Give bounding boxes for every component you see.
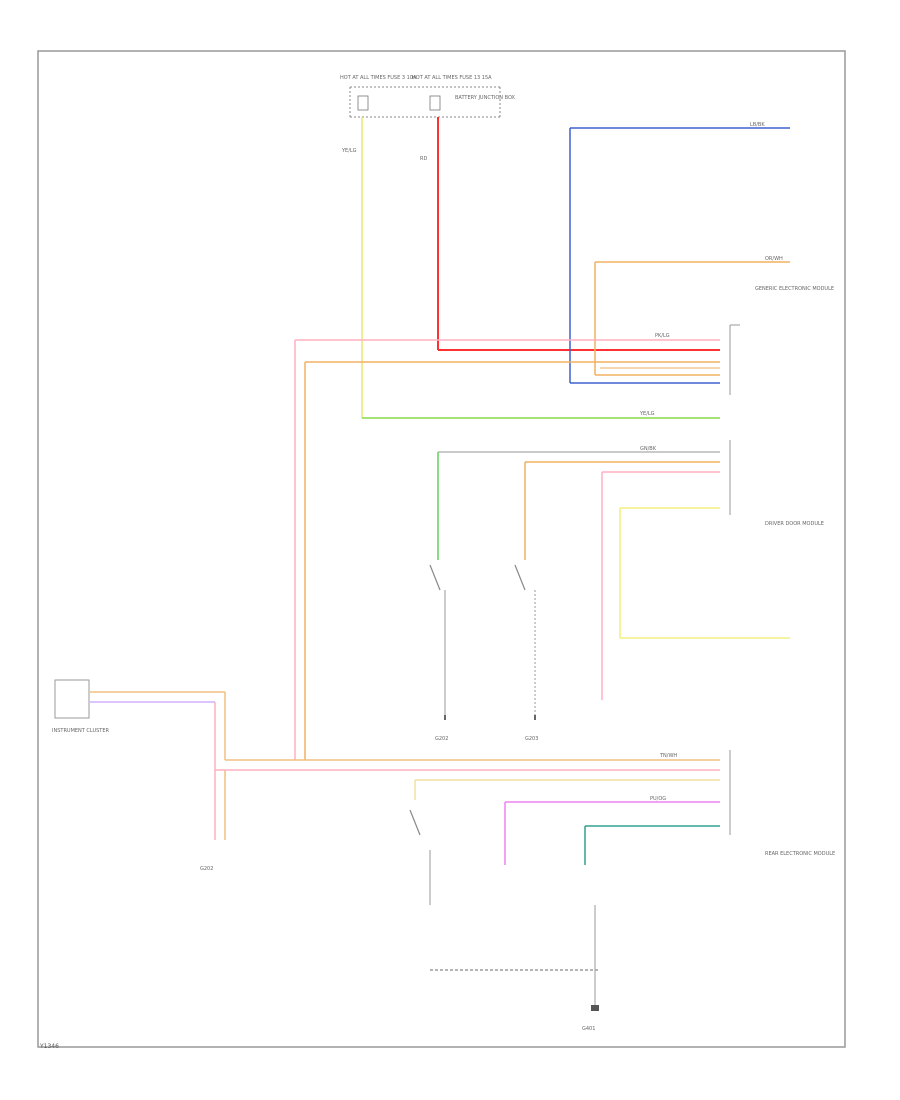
wire-bundle-bottom: TN/WH PU/OG REAR ELECTRONIC MODULE (215, 750, 835, 857)
svg-text:G202: G202 (200, 866, 213, 872)
wire-bundle-top: PK/LG YE/LG (294, 333, 720, 760)
svg-text:PK/LG: PK/LG (655, 333, 670, 339)
diagram-frame (37, 50, 846, 1048)
wire-bundle-mid: GN/BK DRIVER DOOR MODULE (437, 440, 824, 700)
fuse-left-label: HOT AT ALL TIMES FUSE 3 10A (340, 75, 417, 81)
ground-2-label: G203 (525, 736, 538, 742)
wire-yellow: YE/LG (341, 117, 720, 419)
svg-text:YE/LG: YE/LG (341, 148, 357, 154)
module-top-connector: GENERIC ELECTRONIC MODULE (729, 286, 834, 395)
fuse-right-label: HOT AT ALL TIMES FUSE 13 15A (412, 75, 492, 81)
svg-text:RD: RD (420, 156, 427, 162)
fuse-box-label: BATTERY JUNCTION BOX (455, 95, 516, 101)
ground-3-label: G401 (582, 1026, 595, 1032)
fuse-block: HOT AT ALL TIMES FUSE 3 10A HOT AT ALL T… (340, 75, 516, 118)
switches-bottom: G401 (409, 780, 600, 1032)
svg-text:OR/WH: OR/WH (765, 256, 783, 262)
instrument-cluster: INSTRUMENT CLUSTER G202 (52, 679, 226, 872)
wire-red: RD (420, 117, 720, 351)
wire-orange: OR/WH (594, 256, 790, 376)
ground-1-label: G202 (435, 736, 448, 742)
module-mid-label: DRIVER DOOR MODULE (765, 521, 824, 527)
svg-text:PU/OG: PU/OG (650, 796, 666, 802)
svg-text:YE/LG: YE/LG (639, 411, 655, 417)
page-reference: Y1346 (40, 1043, 59, 1050)
switches-mid: G202 G203 (429, 564, 538, 742)
svg-text:INSTRUMENT CLUSTER: INSTRUMENT CLUSTER (52, 728, 110, 734)
wire-blue: LB/BK (569, 122, 790, 384)
svg-text:GN/BK: GN/BK (640, 446, 657, 452)
module-bot-label: REAR ELECTRONIC MODULE (765, 851, 835, 857)
svg-text:TN/WH: TN/WH (659, 753, 677, 759)
module-top-label: GENERIC ELECTRONIC MODULE (755, 286, 834, 292)
svg-text:LB/BK: LB/BK (750, 122, 765, 128)
